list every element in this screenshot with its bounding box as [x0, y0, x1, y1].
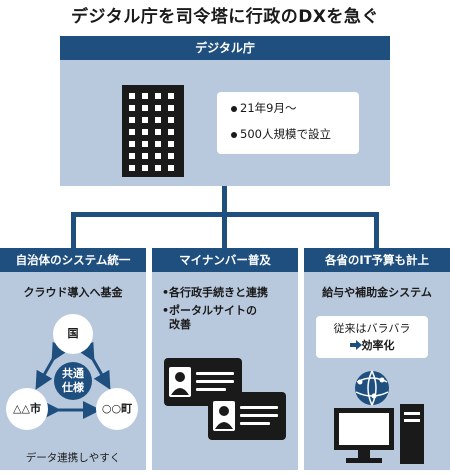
- note-before: 従来はバラバラ: [333, 322, 411, 335]
- column-heading: マイナンバー普及: [152, 248, 298, 272]
- agency-bullet-text: 21年9月～: [240, 101, 297, 115]
- common-spec-line: 仕様: [62, 381, 84, 394]
- column-subheading: 給与や補助金システム: [322, 286, 432, 299]
- my-number-bullet: •ポータルサイトの: [162, 304, 258, 317]
- bullet-text-continued: 改善: [169, 318, 191, 331]
- arrow-right-icon: [349, 340, 362, 350]
- note-after-text: 効率化: [361, 339, 395, 352]
- id-card-icon: [164, 358, 242, 406]
- digital-agency-heading: デジタル庁: [60, 36, 390, 60]
- node-city: △△市: [6, 388, 48, 430]
- node-country: 国: [53, 314, 93, 354]
- agency-bullet: 500人規模で設立: [231, 126, 331, 142]
- column-my-number: マイナンバー普及 •各行政手続きと連携 •ポータルサイトの 改善: [152, 248, 298, 470]
- common-spec-line: 共通: [62, 367, 84, 380]
- bullet-text: 各行政手続きと連携: [169, 286, 269, 299]
- building-icon: [122, 85, 184, 177]
- column-subheading: クラウド導入へ基金: [23, 286, 123, 299]
- page-title: デジタル庁を司令塔に行政のDXを急ぐ: [71, 7, 379, 27]
- connector-trunk: [222, 186, 227, 214]
- arrow-cycle-icon: [35, 341, 111, 419]
- bullet-text: ポータルサイトの: [169, 304, 258, 317]
- agency-info-box: 21年9月～ 500人規模で設立: [217, 92, 359, 154]
- agency-bullet: 21年9月～: [231, 100, 296, 116]
- agency-bullet-text: 500人規模で設立: [240, 127, 331, 141]
- efficiency-note-box: 従来はバラバラ 効率化: [316, 316, 428, 358]
- computer-icon: [334, 370, 424, 464]
- column-heading: 各省のIT予算も計上: [304, 248, 450, 272]
- column-local-govt: 自治体のシステム統一 クラウド導入へ基金 国 △△市 ○○町 共通 仕様 データ…: [0, 248, 146, 470]
- connector-right: [374, 212, 379, 249]
- node-town: ○○町: [96, 388, 138, 430]
- column-heading: 自治体のシステム統一: [0, 248, 146, 272]
- note-after: 効率化: [316, 337, 428, 353]
- id-card-icon: [208, 392, 286, 440]
- column-footer: データ連携しやすく: [25, 452, 121, 464]
- common-spec-circle: 共通 仕様: [54, 362, 92, 400]
- column-it-budget: 各省のIT予算も計上 給与や補助金システム: [304, 248, 450, 470]
- connector-middle: [222, 212, 227, 249]
- my-number-bullet: •各行政手続きと連携: [162, 286, 269, 299]
- connector-left: [71, 212, 76, 249]
